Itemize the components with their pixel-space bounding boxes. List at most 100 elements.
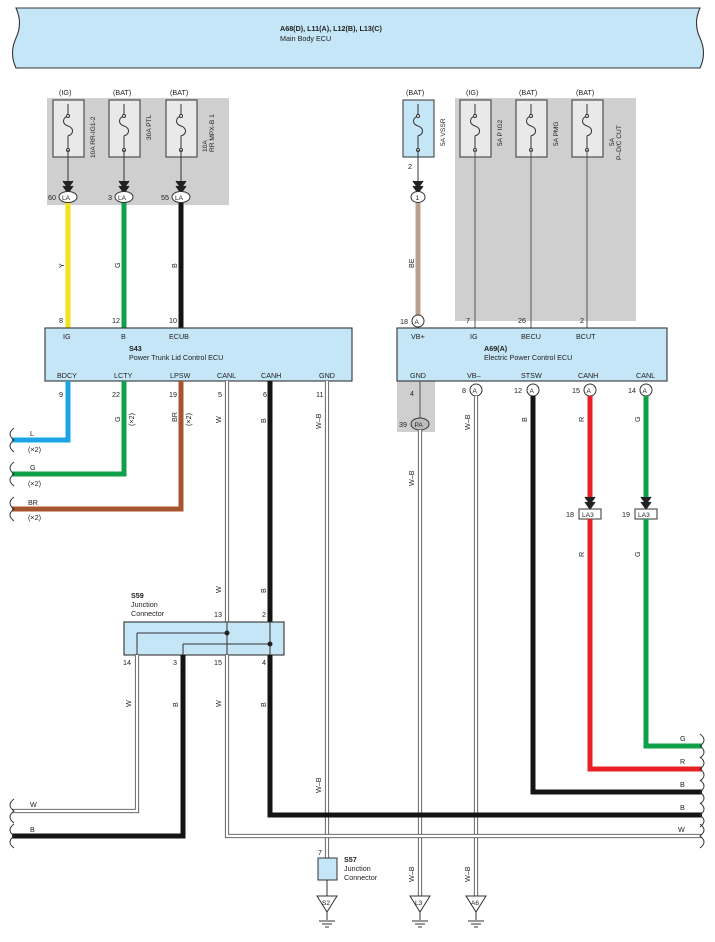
pin-name: B [121,332,126,341]
wire-color-label: R [577,552,586,557]
wire-color-label: W [678,825,685,834]
wire-color-label: W [214,586,223,593]
s57-junction-connector: 7 S57 Junction Connector [317,848,378,896]
pin-number: 13 [214,610,222,619]
wire-note: (×2) [28,479,41,488]
connector-name: Connector [344,873,378,882]
wire-color-label: W [214,700,223,707]
pin-number: 3 [108,193,112,202]
conn-label: LA [175,195,184,202]
wire-color-label: R [680,757,685,766]
wire-b-s59-4 [267,655,702,818]
pin-number: 22 [112,390,120,399]
pin-number: 6 [263,390,267,399]
fuse-label: 10A [202,140,209,152]
conn-label: 1 [416,195,420,202]
conn-label: A [415,319,420,326]
wire-color-label: G [30,463,36,472]
wire-color-label: B [680,803,685,812]
wire-break-mark [9,823,15,849]
pin-number: 2 [408,162,412,171]
wire-break-mark [699,779,705,805]
wire-color-label: G [113,262,122,268]
vssr-connector: 2 1 [408,150,426,203]
wire-color-label: B [259,702,268,707]
ecu-name: Electric Power Control ECU [484,353,572,362]
pin-number: 2 [580,316,584,325]
wire-break-mark [699,802,705,828]
fuse-power-label: (BAT) [170,88,188,97]
pin-number: 2 [262,610,266,619]
pin-name: CANL [217,371,236,380]
pin-name: IG [63,332,71,341]
fuse-rr-mpx-b1: (BAT) 10A RR MPX-B 1 [165,88,216,158]
wire-break-mark [699,756,705,782]
conn-label: A [530,388,535,395]
wire-color-label: B [259,418,268,423]
wire-color-label: B [170,263,179,268]
pin-name: GND [319,371,335,380]
wire-w-s59-14 [12,655,140,814]
fuse-label: 5A [609,137,616,146]
vb-plus-connector: A 18 [400,314,425,328]
stsw-connector: A 12 [514,383,540,397]
ecu-code: A69(A) [484,344,508,353]
wire-b-s59-3 [12,655,186,839]
pin-number: 10 [169,316,177,325]
fuse-label: 5A VSSR [440,118,447,146]
wire-color-label: R [577,417,586,422]
pin-name: BECU [521,332,541,341]
la-connectors: LA LA LA 60 3 55 [48,150,191,203]
ground-l3: L3 [409,895,431,928]
pin-number: 7 [466,316,470,325]
pin-name: VB– [467,371,481,380]
wire-color-label: BE [407,258,416,268]
pin-number: 15 [572,386,580,395]
wire-color-label: W [30,800,37,809]
canh-connector: A 15 [572,383,597,397]
wire-color-label: G [113,416,122,422]
connector-name: Junction [344,864,371,873]
fuse-label: RR MPX-B 1 [209,114,216,152]
wire-b-stsw [530,396,702,795]
conn-label: PA [415,422,424,429]
wire-note: (×2) [184,413,193,426]
pin-name: CANH [261,371,281,380]
canl-connector: A 14 [628,383,653,397]
wire-g-canl-out [643,519,702,749]
pin-number: 4 [410,389,414,398]
wire-color-label: W–B [463,866,472,882]
pin-name: GND [410,371,426,380]
wire-color-label: G [633,416,642,422]
wire-color-label: L [30,429,34,438]
wire-g-lcty [12,381,127,477]
wire-color-label: B [520,417,529,422]
wire-color-label: W–B [463,414,472,430]
wire-break-mark [9,461,15,487]
pin-name: BDCY [57,371,77,380]
pin-number: 12 [112,316,120,325]
pin-number: 14 [123,658,131,667]
pin-name: VB+ [411,332,425,341]
fuse-p-dc-cut: (BAT) 5A P–D/C CUT [571,88,623,160]
pin-name: LCTY [114,371,133,380]
wire-note: (×2) [28,513,41,522]
wire-color-label: W–B [314,413,323,429]
pin-number: 8 [462,386,466,395]
pin-name: IG [470,332,478,341]
conn-label: LA [62,195,71,202]
pin-name: LPSW [170,371,191,380]
connector-code: S59 [131,591,144,600]
pin-name: CANL [636,371,655,380]
pin-number: 12 [514,386,522,395]
s59-junction-connector: S59 Junction Connector 13 2 14 3 15 4 [123,591,285,667]
pin-number: 14 [628,386,636,395]
main-body-ecu: A68(D), L11(A), L12(B), L13(C) Main Body… [11,7,705,69]
pin-number: 4 [262,658,266,667]
pin-number: 9 [59,390,63,399]
ecu-s43: IG B ECUB S43 Power Trunk Lid Control EC… [44,327,353,382]
connector-name: Junction [131,600,158,609]
wire-l [12,381,71,443]
fuse-label: P–D/C CUT [616,125,623,160]
